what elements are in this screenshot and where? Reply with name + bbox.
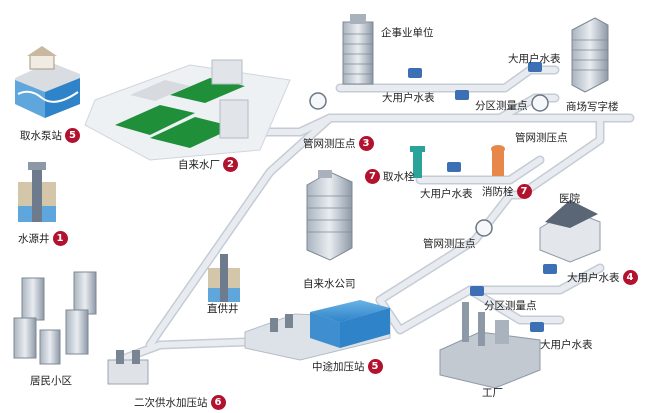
- water-plant-label: 自来水厂 2: [178, 157, 238, 172]
- intake-hydrant-label: 7 取水栓: [365, 169, 415, 184]
- step-badge: 1: [52, 231, 68, 246]
- step-badge: 5: [367, 359, 383, 374]
- pump-station-label: 取水泵站 5: [20, 128, 80, 143]
- enterprise-label: 企事业单位: [381, 27, 434, 39]
- mid-booster-station-illustration: [244, 300, 391, 361]
- secondary-booster-illustration: [107, 350, 149, 385]
- zone-point-label-1: 分区测量点: [475, 100, 528, 112]
- step-badge: 7: [516, 184, 532, 199]
- direct-well-illustration: [208, 254, 240, 302]
- hospital-label: 医院: [559, 193, 580, 205]
- big-meter-label-1: 大用户水表: [382, 92, 435, 104]
- big-meter-label-4: 大用户水表 4: [567, 270, 638, 285]
- office-label: 商场写字楼: [566, 101, 619, 113]
- residential-label: 居民小区: [30, 375, 72, 387]
- water-company-label: 自来水公司: [303, 278, 356, 290]
- factory-illustration: [439, 302, 541, 389]
- water-meters: [408, 62, 557, 332]
- source-well-label: 水源井 1: [18, 231, 68, 246]
- source-well-illustration: [18, 162, 56, 222]
- big-meter-label-3: 大用户水表: [420, 188, 473, 200]
- pressure-point-label-2: 管网测压点: [515, 132, 568, 144]
- hospital-illustration: [539, 200, 601, 263]
- big-meter-label-2: 大用户水表: [508, 53, 561, 65]
- enterprise-building-illustration: [342, 14, 374, 85]
- pipelines: [115, 65, 635, 365]
- step-badge: 3: [358, 136, 374, 151]
- step-badge: 4: [622, 270, 638, 285]
- office-building-illustration: [571, 17, 609, 93]
- step-badge: 2: [223, 157, 238, 172]
- big-meter-label-5: 大用户水表: [540, 339, 593, 351]
- step-badge: 7: [365, 169, 380, 184]
- step-badge: 6: [210, 395, 226, 410]
- step-badge: 5: [65, 128, 80, 143]
- mid-booster-label: 中途加压站 5: [312, 359, 383, 374]
- water-company-building-illustration: [306, 170, 353, 261]
- pressure-point-label-3: 管网测压点: [423, 238, 476, 250]
- zone-point-label-2: 分区测量点: [484, 300, 537, 312]
- fire-hydrant-label: 消防栓 7: [482, 184, 532, 199]
- residential-illustration: [13, 271, 97, 365]
- direct-well-label: 直供井: [207, 303, 239, 315]
- hydrants: [410, 145, 505, 178]
- factory-label: 工厂: [482, 387, 503, 399]
- pressure-gauges: [309, 92, 549, 237]
- water-plant-illustration: [84, 59, 291, 161]
- pump-station-illustration: [15, 46, 80, 118]
- secondary-booster-label: 二次供水加压站 6: [134, 395, 226, 410]
- pressure-point-label-1: 管网测压点 3: [303, 136, 374, 151]
